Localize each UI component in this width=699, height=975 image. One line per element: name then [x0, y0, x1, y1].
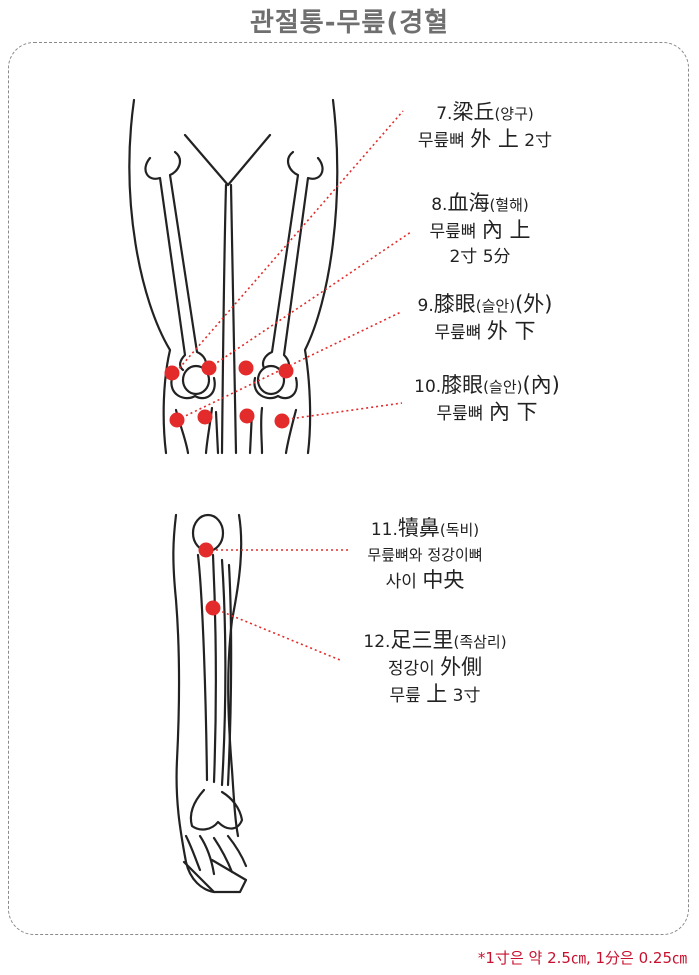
- leader-line-8: [208, 231, 412, 369]
- acupoint-marker: [198, 542, 214, 558]
- foot: [182, 834, 248, 894]
- acupoint-label-7: 7.梁丘(양구) 무릎뼈 外 上 2寸: [417, 100, 553, 151]
- acupoint-label-10: 10.膝眼(슬안)(內) 무릎뼈 內 下: [414, 373, 560, 424]
- acupoint-marker: [274, 413, 290, 429]
- acupoint-label-9: 9.膝眼(슬안)(外) 무릎뼈 外 下: [417, 292, 553, 343]
- acupoint-marker: [197, 409, 213, 425]
- inner-leg-outline-left: [220, 183, 228, 455]
- patella-right: [256, 364, 286, 396]
- side-fibula: [220, 558, 233, 787]
- diagram-panel: [8, 42, 689, 935]
- acupoint-marker: [164, 365, 180, 381]
- acupoint-label-11: 11.犢鼻(독비) 무릎뼈와 정강이뼈 사이 中央: [367, 516, 483, 592]
- acupoint-marker: [239, 408, 255, 424]
- acupoint-marker: [205, 600, 221, 616]
- knee-left: [170, 376, 216, 400]
- inner-leg-outline-right: [229, 183, 238, 455]
- leader-line-9: [176, 311, 402, 421]
- page-title: 관절통-무릎(경혈: [249, 8, 450, 38]
- ankle: [189, 788, 244, 831]
- femur-left: [144, 150, 208, 372]
- tibia-right: [248, 406, 298, 455]
- acupoint-marker: [169, 412, 185, 428]
- side-leg-front: [172, 513, 216, 894]
- acupoint-marker: [278, 363, 294, 379]
- acupoint-label-8: 8.血海(혈해) 무릎뼈 內 上 2寸 5分: [429, 191, 531, 267]
- leader-line-7: [175, 110, 404, 373]
- side-tibia: [196, 553, 217, 784]
- footnote: *1寸은 약 2.5㎝, 1分은 0.25㎝: [477, 949, 687, 967]
- patella-left: [181, 364, 211, 396]
- acupoint-label-12: 12.足三里(족삼리) 정강이 外側 무릎 上 3寸: [363, 628, 507, 706]
- acupoint-marker: [201, 360, 217, 376]
- leg-outline-left: [128, 98, 172, 455]
- groin-line: [183, 133, 272, 187]
- knee-right: [253, 376, 298, 400]
- acupoint-marker: [238, 360, 254, 376]
- leg-outline-right: [303, 98, 339, 455]
- leader-line-10: [281, 402, 403, 421]
